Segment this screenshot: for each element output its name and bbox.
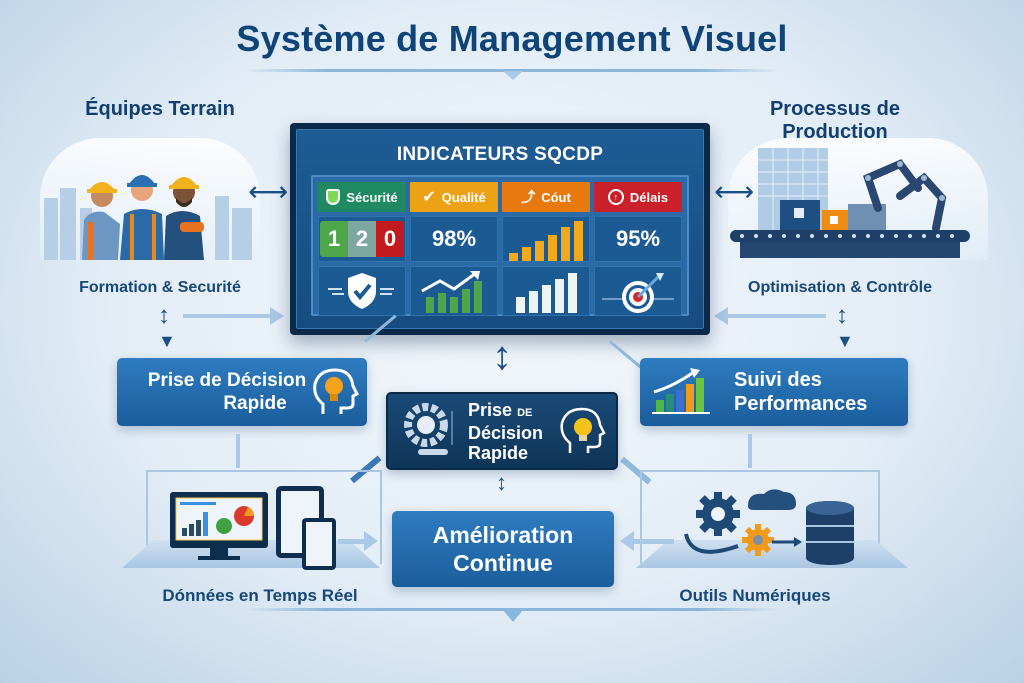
teams-illustration (40, 138, 260, 260)
teams-subtitle: Formation & Securité (79, 279, 241, 296)
connector-line (748, 434, 752, 468)
realtime-data-label: Dónnées en Temps Réel (162, 586, 358, 605)
teams-title: Équipes Terrain (85, 98, 235, 120)
connector-line (338, 539, 368, 544)
header-cout: ⤴ Cóut (502, 182, 590, 212)
arrow-right-icon (270, 307, 284, 325)
header-delais: ↑ Délais (594, 182, 682, 212)
check-icon: ✔ (422, 189, 436, 206)
clock-icon: ↑ (607, 189, 624, 205)
delais-value: 95% (594, 216, 682, 262)
teams-bidirectional-arrow-icon: ⟷ (248, 176, 289, 207)
cost-icon: ⤴ (521, 189, 536, 205)
continuous-improvement-box: Amélioration Continue (392, 511, 614, 587)
sqcdp-dashboard: INDICATEURS SQCDP Sécurité ✔ Qualité ⤴ C… (290, 123, 710, 335)
tools-platform (636, 540, 908, 568)
header-securite: Sécurité (318, 182, 406, 212)
center-vertical-arrow-icon: ↕ (496, 470, 507, 495)
head-bulb-icon (560, 407, 606, 453)
performance-tracking-box: Suivi des Performances (640, 358, 908, 426)
phone-icon (302, 518, 336, 570)
devices-dashboards-icon (168, 490, 272, 564)
robotic-line-icon (730, 148, 970, 258)
dashboard-title: INDICATEURS SQCDP (396, 144, 604, 165)
dashboard-vertical-arrow-icon: ↕ (492, 334, 512, 378)
connector-line (634, 539, 674, 544)
securite-score: 1 2 0 (318, 216, 406, 262)
header-qualite: ✔ Qualité (410, 182, 498, 212)
shield-check-icon (318, 266, 406, 316)
page-title: Système de Management Visuel (236, 18, 788, 59)
gauge-laptop-icon (404, 403, 453, 455)
title-divider (245, 69, 779, 72)
teams-to-dashboard-connector (183, 314, 273, 318)
arrow-down-icon: ▼ (158, 331, 176, 351)
digital-tools-label: Outils Numériques (679, 586, 831, 605)
white-bars-icon (502, 266, 590, 316)
quick-decision-box-left: Prise de Décision Rapide (117, 358, 367, 426)
teams-vertical-arrow-icon: ↕ (158, 302, 170, 329)
connector-line (236, 434, 240, 468)
data-frame (146, 470, 382, 564)
production-title: Processus de Production (769, 98, 901, 143)
trend-bars-icon (410, 266, 498, 316)
production-bidirectional-arrow-icon: ⟷ (714, 176, 755, 207)
shield-icon (326, 189, 341, 205)
chart-up-icon (652, 368, 710, 414)
production-vertical-arrow-icon: ↕ (836, 302, 848, 329)
bottom-divider (245, 608, 779, 611)
qualite-value: 98% (410, 216, 498, 262)
production-subtitle: Optimisation & Contrôle (748, 279, 932, 296)
arrow-right-icon (364, 531, 378, 551)
tools-frame (640, 470, 880, 564)
arrow-left-icon (714, 307, 728, 325)
gears-cloud-database-icon (672, 484, 862, 568)
cout-orange-bars-icon (502, 216, 590, 262)
workers-icon (44, 175, 252, 260)
production-illustration (728, 138, 988, 260)
bottom-notch (503, 610, 523, 622)
production-to-dashboard-connector (726, 314, 826, 318)
target-icon (594, 266, 682, 316)
title-notch (503, 71, 523, 80)
arrow-left-icon (620, 531, 634, 551)
head-bulb-icon (313, 368, 359, 414)
arrow-down-icon: ▼ (836, 331, 854, 351)
connector-line (609, 340, 642, 369)
quick-decision-box-center: Prise DE Décision Rapide (386, 392, 618, 470)
